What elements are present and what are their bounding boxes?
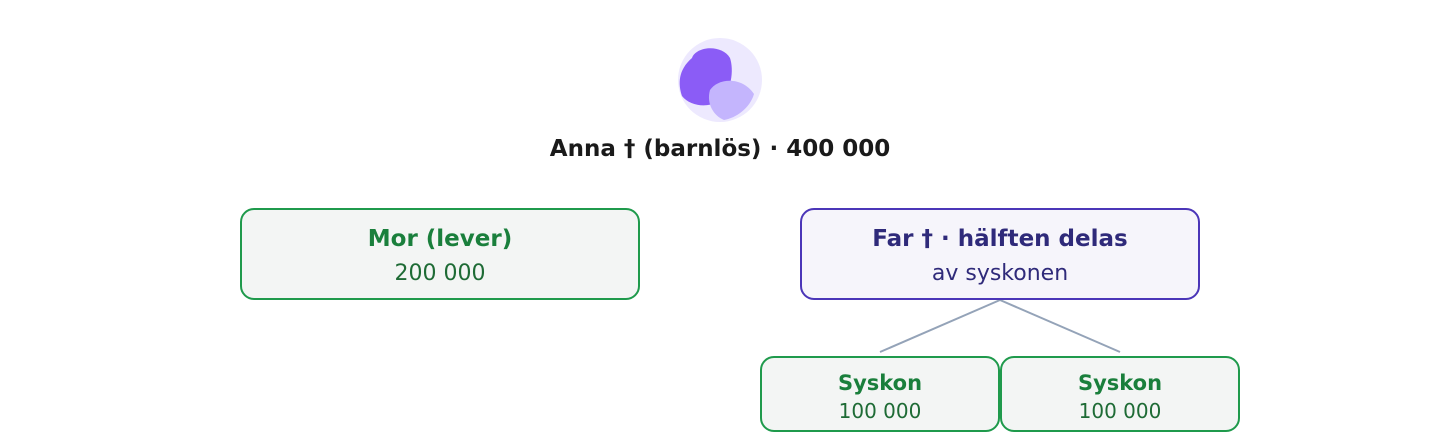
mother-node: Mor (lever) 200 000 (240, 208, 640, 300)
sibling-amount: 100 000 (1078, 399, 1162, 423)
mother-title: Mor (lever) (367, 226, 513, 252)
sibling-node: Syskon 100 000 (1000, 356, 1240, 432)
father-title: Far † · hälften delas (872, 226, 1128, 252)
sibling-node: Syskon 100 000 (760, 356, 1000, 432)
connector-father-sibling-1 (879, 299, 1001, 353)
father-subtitle: av syskonen (931, 261, 1069, 286)
mother-amount: 200 000 (394, 261, 486, 286)
root-person-title: Anna † (barnlös) · 400 000 (549, 136, 891, 162)
connector-father-sibling-2 (999, 299, 1121, 353)
father-node: Far † · hälften delas av syskonen (800, 208, 1200, 300)
sibling-title: Syskon (837, 371, 923, 395)
person-avatar-icon (678, 38, 762, 122)
sibling-title: Syskon (1077, 371, 1163, 395)
sibling-amount: 100 000 (838, 399, 922, 423)
